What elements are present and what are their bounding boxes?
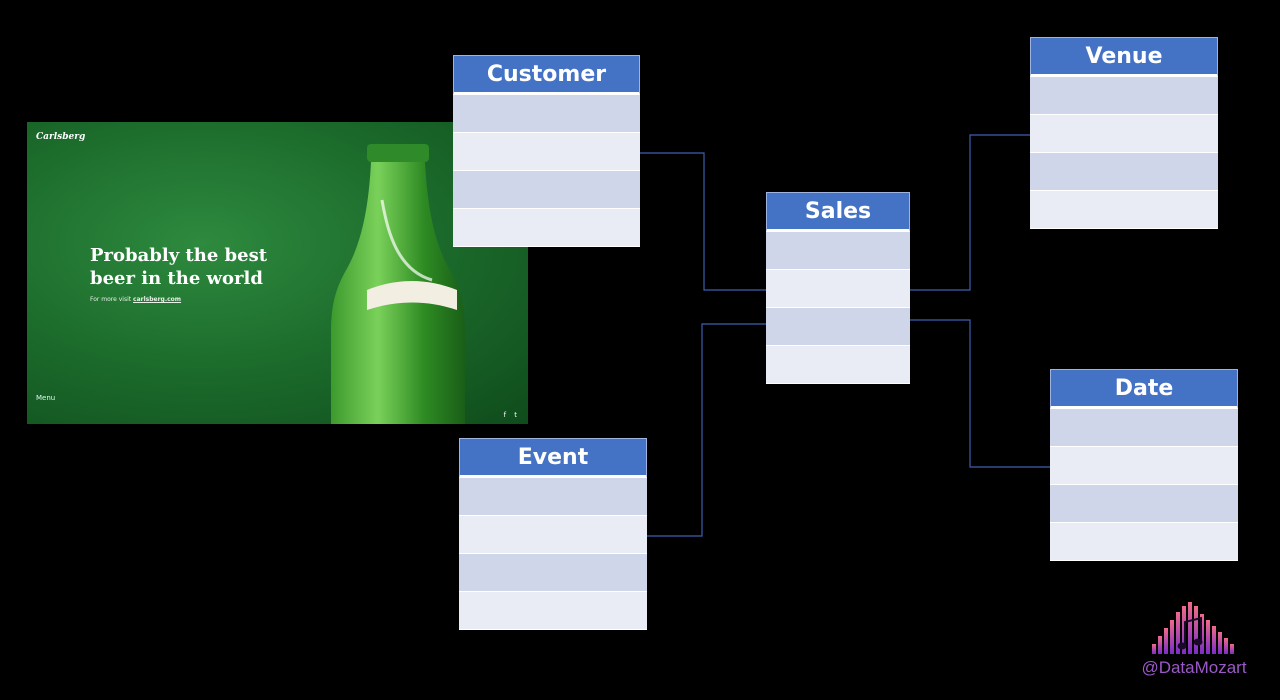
- ad-headline: Probably the best beer in the world: [90, 245, 268, 289]
- table-row: [766, 232, 910, 270]
- table-row: [459, 478, 647, 516]
- table-row: [459, 592, 647, 630]
- venue-table: Venue: [1030, 37, 1218, 229]
- carlsberg-logo: Carlsberg: [36, 132, 86, 142]
- table-row: [1030, 115, 1218, 153]
- table-row: [1030, 77, 1218, 115]
- table-row: [1050, 485, 1238, 523]
- table-row: [1050, 447, 1238, 485]
- watermark-handle: @DataMozart: [1141, 658, 1247, 677]
- date-sales-line: [910, 319, 1050, 468]
- table-row: [453, 209, 640, 247]
- ad-menu: Menu: [36, 394, 56, 402]
- customer-table: Customer: [453, 55, 640, 247]
- customer-sales-line: [640, 152, 766, 291]
- event-sales-line: [647, 323, 766, 537]
- ad-tagline: For more visit carlsberg.com: [90, 296, 182, 303]
- date-table-title: Date: [1050, 369, 1238, 409]
- table-row: [1030, 191, 1218, 229]
- ad-social-icons: f t: [503, 411, 520, 419]
- sales-table-title: Sales: [766, 192, 910, 232]
- event-table-title: Event: [459, 438, 647, 478]
- table-row: [766, 270, 910, 308]
- venue-sales-line: [910, 134, 1030, 291]
- venue-table-title: Venue: [1030, 37, 1218, 77]
- table-row: [1050, 523, 1238, 561]
- table-row: [453, 171, 640, 209]
- beer-bottle: [331, 144, 465, 424]
- carlsberg-ad-image: Carlsberg Probably the best beer in the …: [27, 122, 528, 424]
- date-table: Date: [1050, 369, 1238, 561]
- table-row: [459, 516, 647, 554]
- table-row: [453, 133, 640, 171]
- datamozart-watermark: @DataMozart: [1132, 600, 1256, 690]
- table-row: [766, 346, 910, 384]
- table-row: [1030, 153, 1218, 191]
- table-row: [459, 554, 647, 592]
- equalizer-music-logo-icon: [1152, 602, 1234, 654]
- table-row: [453, 95, 640, 133]
- table-row: [766, 308, 910, 346]
- table-row: [1050, 409, 1238, 447]
- event-table: Event: [459, 438, 647, 630]
- sales-table: Sales: [766, 192, 910, 384]
- customer-table-title: Customer: [453, 55, 640, 95]
